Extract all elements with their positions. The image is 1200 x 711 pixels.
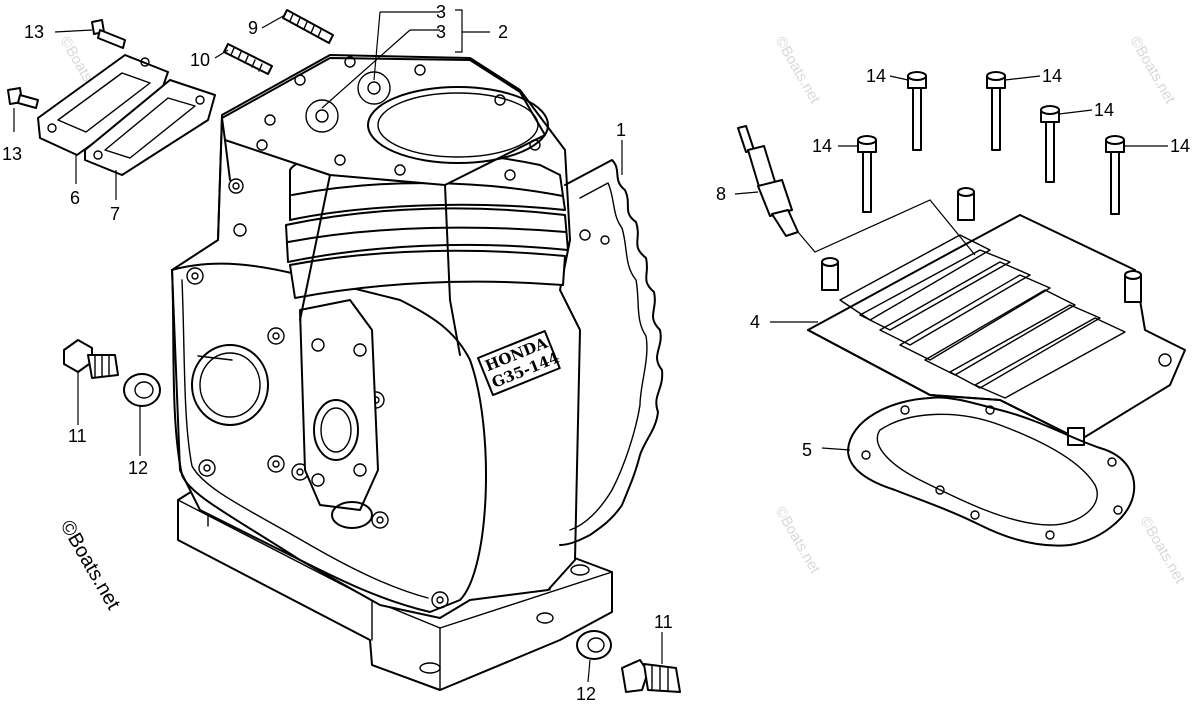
callout-4: 4: [750, 312, 760, 332]
callout-3-upper: 3: [436, 2, 446, 22]
callout-13-left: 13: [2, 144, 22, 164]
washer-12-bottom: [576, 630, 612, 660]
callout-14-d: 14: [812, 136, 832, 156]
callout-6: 6: [70, 188, 80, 208]
head-bolt-14a: [907, 71, 927, 151]
watermark-5: ©Boats.net: [1137, 514, 1189, 588]
watermark-4: ©Boats.net: [772, 504, 824, 578]
callout-2: 2: [498, 22, 508, 42]
callout-5: 5: [802, 440, 812, 460]
callout-3-lower: 3: [436, 22, 446, 42]
callout-labels: 13 13 9 10 3 3 2 6 7 1 11 12 11 12 8 4 5…: [2, 2, 1190, 704]
head-gasket-5: [847, 396, 1136, 547]
head-bolt-14d: [857, 135, 877, 213]
callout-14-b: 14: [1042, 66, 1062, 86]
leader-lines: [13, 9, 1168, 683]
watermark-dark: ©Boats.net: [56, 517, 125, 614]
head-bolt-14c: [1040, 105, 1060, 183]
bolt-13-top: [91, 19, 126, 49]
cylinder-gasket: [559, 159, 664, 546]
stud-10: [223, 43, 273, 75]
callout-14-c: 14: [1094, 100, 1114, 120]
callout-7: 7: [110, 204, 120, 224]
head-bolt-14b: [986, 71, 1006, 151]
callout-10: 10: [190, 50, 210, 70]
engine-block: HONDA G35-144: [171, 54, 613, 691]
watermark-3: ©Boats.net: [1127, 34, 1179, 108]
callout-1: 1: [616, 120, 626, 140]
callout-11-bottom: 11: [654, 612, 673, 632]
head-bolt-14e: [1105, 135, 1125, 215]
callout-8: 8: [716, 184, 726, 204]
callout-14-e: 14: [1170, 136, 1190, 156]
callout-12-bottom: 12: [576, 684, 596, 704]
washer-12-left: [123, 373, 161, 407]
bolt-11-bottom: [621, 659, 681, 693]
spark-plug-8: [737, 125, 799, 237]
callout-12-left: 12: [128, 458, 148, 478]
cylinder-head-4: [807, 187, 1186, 446]
callout-13-top: 13: [24, 22, 44, 42]
intake-gasket-7: [84, 79, 216, 176]
callout-9: 9: [248, 18, 258, 38]
callout-14-a: 14: [866, 66, 886, 86]
bolt-13-left: [7, 87, 39, 109]
stud-9: [282, 9, 334, 44]
watermark-2: ©Boats.net: [772, 34, 824, 108]
bolt-11-left: [63, 339, 119, 379]
callout-11-left: 11: [68, 426, 87, 446]
